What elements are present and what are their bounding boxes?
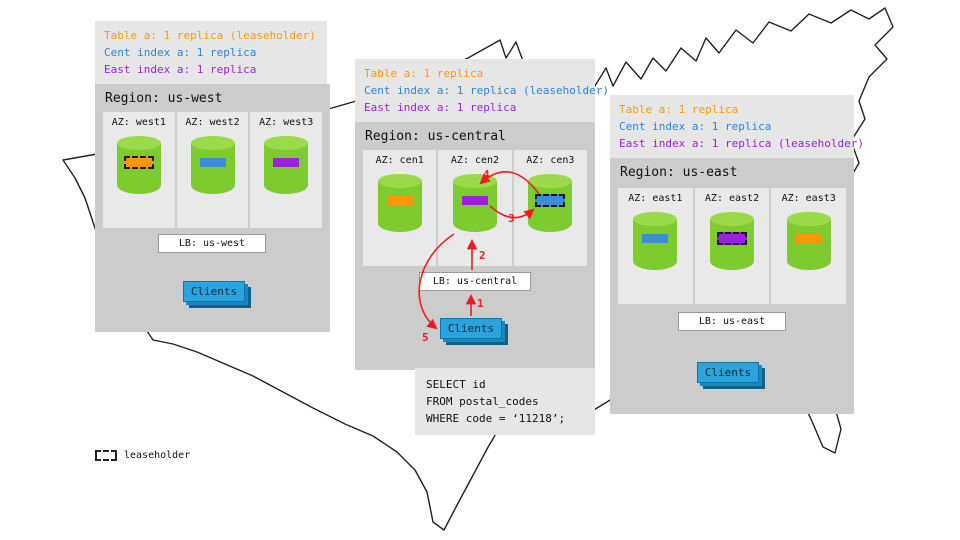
az-row-us-central: AZ: cen1 AZ: cen2 AZ: cen3 xyxy=(363,150,587,266)
replica-bar-leaseholder xyxy=(123,156,154,169)
az-cen2: AZ: cen2 xyxy=(438,150,512,266)
annotation-us-west: Table a: 1 replica (leaseholder) Cent in… xyxy=(95,21,327,84)
cylinder-body xyxy=(452,181,497,232)
cylinder-body xyxy=(190,143,235,194)
db-node-cylinder xyxy=(452,174,497,232)
az-label: AZ: cen2 xyxy=(450,155,500,166)
flow-step-1: 1 xyxy=(477,297,484,310)
load-balancer-us-west: LB: us-west xyxy=(158,234,266,253)
db-node-cylinder xyxy=(786,212,831,270)
annotation-table-line: Table a: 1 replica xyxy=(364,67,484,80)
region-title-us-central: Region: us-central xyxy=(365,129,506,144)
cylinder-body xyxy=(786,219,831,270)
az-east3: AZ: east3 xyxy=(771,188,847,304)
region-title-us-east: Region: us-east xyxy=(620,165,738,180)
flow-step-3: 3 xyxy=(508,212,515,225)
annotation-east-line: East index a: 1 replica xyxy=(104,63,257,76)
region-panel-us-central: Region: us-central AZ: cen1 AZ: cen2 xyxy=(355,122,595,370)
az-cen1: AZ: cen1 xyxy=(363,150,437,266)
az-west2: AZ: west2 xyxy=(176,112,249,228)
flow-step-2: 2 xyxy=(479,249,486,262)
annotation-us-central: Table a: 1 replica Cent index a: 1 repli… xyxy=(355,59,610,122)
sql-line: SELECT id xyxy=(426,378,486,391)
leaseholder-swatch-icon xyxy=(95,450,117,461)
cylinder-top xyxy=(633,212,678,226)
cylinder-top xyxy=(710,212,754,226)
az-label: AZ: west3 xyxy=(259,117,314,128)
replica-bar xyxy=(642,234,669,243)
db-node-cylinder xyxy=(190,136,235,194)
az-row-us-west: AZ: west1 AZ: west2 AZ: west3 xyxy=(103,112,323,228)
replica-bar xyxy=(199,158,226,167)
replica-bar xyxy=(386,196,413,205)
region-panel-us-east: Region: us-east AZ: east1 AZ: east2 xyxy=(610,158,854,414)
db-node-cylinder xyxy=(633,212,678,270)
load-balancer-us-east: LB: us-east xyxy=(678,312,786,331)
db-node-cylinder xyxy=(116,136,161,194)
replica-bar xyxy=(461,196,488,205)
db-node-cylinder xyxy=(377,174,422,232)
clients-us-west: Clients xyxy=(183,281,245,302)
az-east1: AZ: east1 xyxy=(618,188,693,304)
sql-line: WHERE code = ‘11218’; xyxy=(426,412,566,425)
az-label: AZ: west1 xyxy=(111,117,166,128)
clients-us-central: Clients xyxy=(440,318,502,339)
cylinder-top xyxy=(190,136,235,150)
az-label: AZ: east3 xyxy=(781,193,836,204)
annotation-east-line: East index a: 1 replica (leaseholder) xyxy=(619,137,865,150)
az-cen3: AZ: cen3 xyxy=(513,150,587,266)
cylinder-top xyxy=(264,136,309,150)
sql-line: FROM postal_codes xyxy=(426,395,539,408)
cylinder-top xyxy=(377,174,422,188)
cylinder-top xyxy=(786,212,831,226)
sql-query-box: SELECT id FROM postal_codes WHERE code =… xyxy=(415,368,595,435)
annotation-table-line: Table a: 1 replica (leaseholder) xyxy=(104,29,316,42)
load-balancer-us-central: LB: us-central xyxy=(419,272,531,291)
replica-bar xyxy=(795,234,822,243)
cylinder-body xyxy=(633,219,678,270)
az-row-us-east: AZ: east1 AZ: east2 AZ: east3 xyxy=(618,188,847,304)
annotation-us-east: Table a: 1 replica Cent index a: 1 repli… xyxy=(610,95,865,158)
cylinder-top xyxy=(116,136,161,150)
az-label: AZ: cen3 xyxy=(526,155,575,166)
cylinder-body xyxy=(264,143,309,194)
db-node-cylinder xyxy=(710,212,754,270)
annotation-cent-line: Cent index a: 1 replica (leaseholder) xyxy=(364,84,610,97)
annotation-cent-line: Cent index a: 1 replica xyxy=(104,46,257,59)
leaseholder-legend: leaseholder xyxy=(95,450,190,461)
replica-bar-leaseholder xyxy=(717,232,747,245)
annotation-table-line: Table a: 1 replica xyxy=(619,103,739,116)
cylinder-top xyxy=(528,174,573,188)
region-title-us-west: Region: us-west xyxy=(105,91,223,106)
az-label: AZ: cen1 xyxy=(375,155,424,166)
az-label: AZ: east1 xyxy=(628,193,683,204)
clients-us-east: Clients xyxy=(697,362,759,383)
cylinder-top xyxy=(452,174,497,188)
az-west1: AZ: west1 xyxy=(103,112,175,228)
flow-step-4: 4 xyxy=(483,168,490,181)
cylinder-body xyxy=(377,181,422,232)
region-panel-us-west: Region: us-west AZ: west1 AZ: west2 xyxy=(95,84,330,332)
az-east2: AZ: east2 xyxy=(694,188,770,304)
az-label: AZ: east2 xyxy=(704,193,760,204)
replica-bar-leaseholder xyxy=(535,194,566,207)
db-node-cylinder xyxy=(528,174,573,232)
flow-step-5: 5 xyxy=(422,331,429,344)
annotation-east-line: East index a: 1 replica xyxy=(364,101,517,114)
az-west3: AZ: west3 xyxy=(250,112,323,228)
replica-bar xyxy=(273,158,300,167)
annotation-cent-line: Cent index a: 1 replica xyxy=(619,120,772,133)
db-node-cylinder xyxy=(264,136,309,194)
leaseholder-legend-label: leaseholder xyxy=(124,450,191,461)
az-label: AZ: west2 xyxy=(185,117,240,128)
